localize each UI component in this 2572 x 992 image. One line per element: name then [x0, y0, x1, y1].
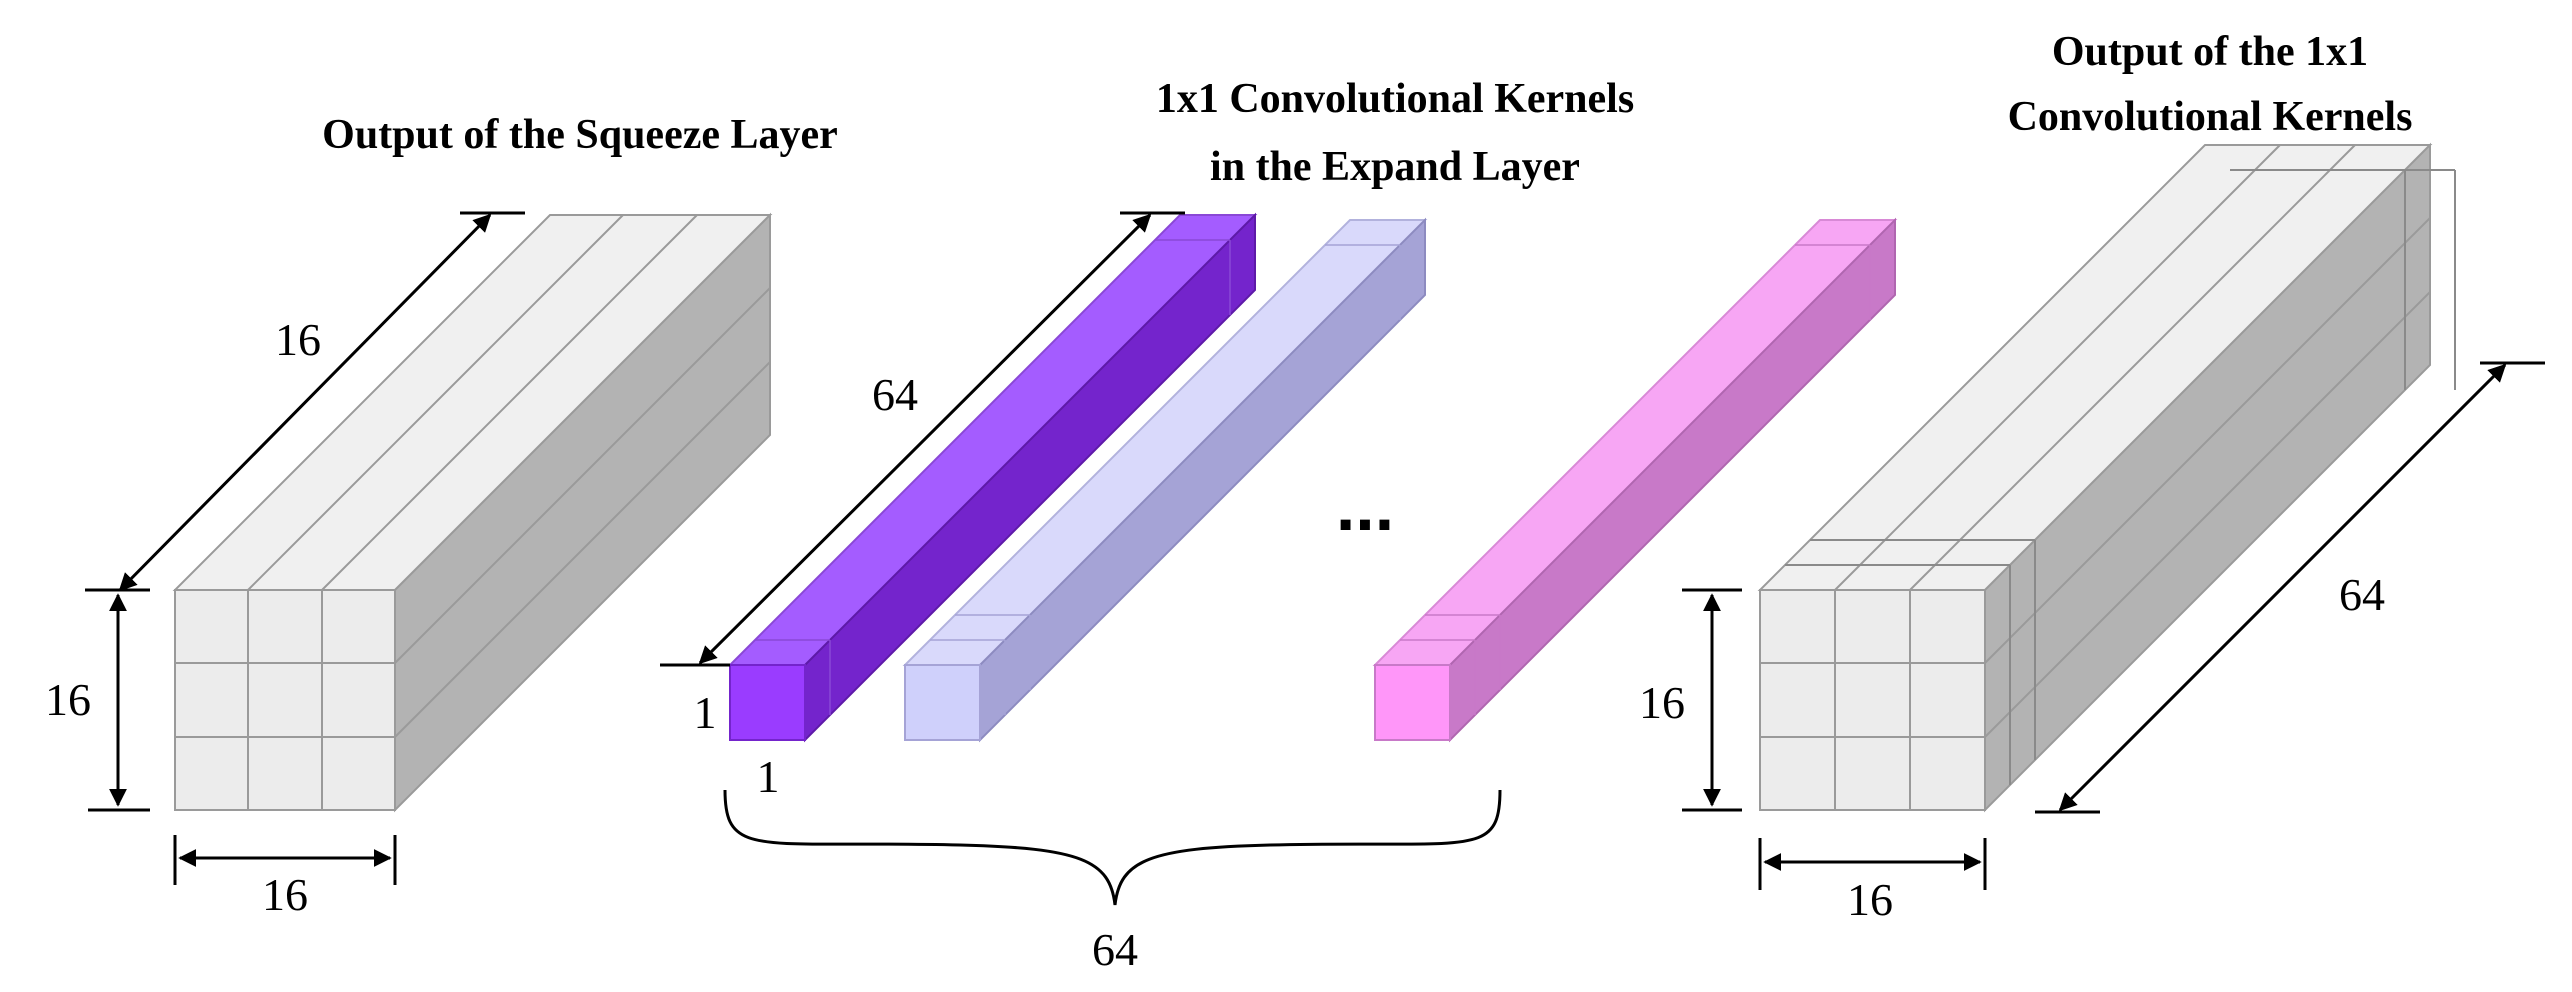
kernel-pink-segment-lines	[1400, 244, 1871, 715]
output-block-front-face	[1759, 589, 1986, 811]
kernel-depth-arrow	[698, 213, 1152, 665]
squeeze-width-label: 16	[262, 869, 308, 920]
kernels-ellipsis: ...	[1336, 467, 1394, 545]
squeeze-output-title: Output of the Squeeze Layer	[322, 112, 838, 158]
output-height-label: 16	[1639, 677, 1685, 728]
kernel-face-width-label: 1	[757, 751, 780, 802]
squeeze-block-front-face	[174, 589, 396, 811]
squeeze-depth-label: 16	[275, 314, 321, 365]
kernel-output-block: 64 16 16	[1639, 142, 2545, 925]
kernel-face-height-label: 1	[694, 687, 717, 738]
output-width-label: 16	[1847, 874, 1893, 925]
output-block-stacked-layer-lines	[1785, 169, 2456, 785]
squeeze-height-label: 16	[45, 674, 91, 725]
kernel-purple-front-face	[729, 664, 806, 741]
expand-kernels-title-line1: 1x1 Convolutional Kernels	[1156, 76, 1634, 122]
squeeze-depth-arrow	[118, 213, 492, 592]
kernel-depth-label: 64	[872, 369, 918, 420]
kernel-dimensions: 64 1 1 64	[660, 211, 1502, 975]
output-depth-label: 64	[2339, 569, 2385, 620]
squeeze-output-block: 16 16 16	[45, 211, 773, 920]
kernel-lavender-front-face	[904, 664, 981, 741]
expand-kernels-title-line2: in the Expand Layer	[1210, 144, 1580, 190]
kernel-count-label: 64	[1092, 924, 1138, 975]
kernel-pink-front-face	[1374, 664, 1451, 741]
kernel-output-title-line1: Output of the 1x1	[2052, 29, 2368, 75]
kernel-output-title-line2: Convolutional Kernels	[2008, 94, 2413, 140]
kernel-pink	[1372, 217, 1898, 743]
output-depth-arrow	[2058, 363, 2507, 812]
kernel-count-brace	[723, 789, 1502, 906]
